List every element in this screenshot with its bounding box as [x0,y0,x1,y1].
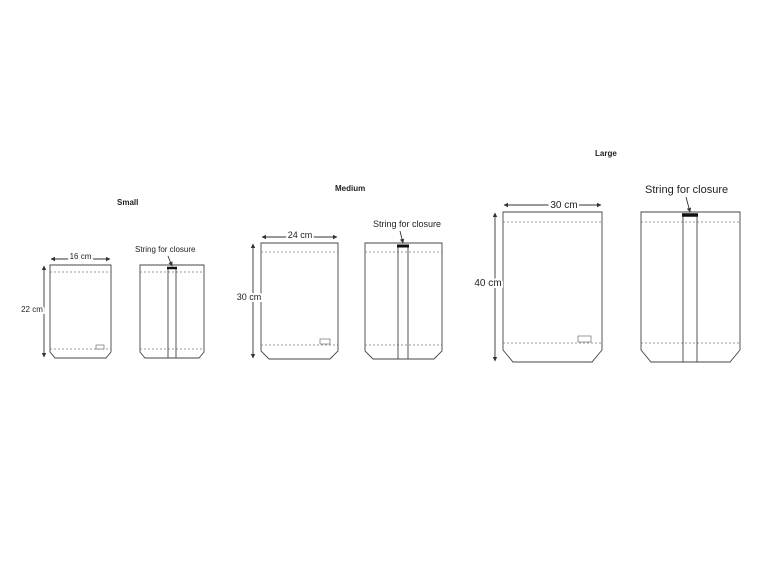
medium-front-bag [260,242,339,360]
large-front-bag [502,211,603,363]
small-width-label: 16 cm [70,252,92,261]
small-title: Small [117,198,138,207]
large-label-tag [577,335,592,343]
medium-string-pointer [399,230,405,244]
medium-string-label: String for closure [373,219,441,229]
small-label-tag [95,344,105,350]
large-back-bag [640,211,741,363]
medium-group: Medium 24 cm 30 cm String for closure [235,184,443,360]
medium-width-label: 24 cm [288,230,313,240]
medium-label-tag [319,338,331,345]
medium-height-label: 30 cm [237,292,262,302]
medium-back-bag [364,242,443,360]
large-title: Large [595,149,617,158]
small-height-label: 22 cm [21,305,43,314]
small-back-bag [139,264,205,359]
large-string-pointer [685,196,692,213]
medium-title: Medium [335,184,365,193]
small-string-label: String for closure [135,245,196,254]
large-group: Large 30 cm 40 cm String for closure [472,149,741,363]
small-front-bag [49,264,112,359]
small-group: Small 16 cm 22 cm String for closure [19,198,205,359]
large-width-label: 30 cm [550,200,577,211]
large-string-label: String for closure [645,184,728,196]
large-height-label: 40 cm [474,278,501,289]
small-string-pointer [167,255,173,267]
